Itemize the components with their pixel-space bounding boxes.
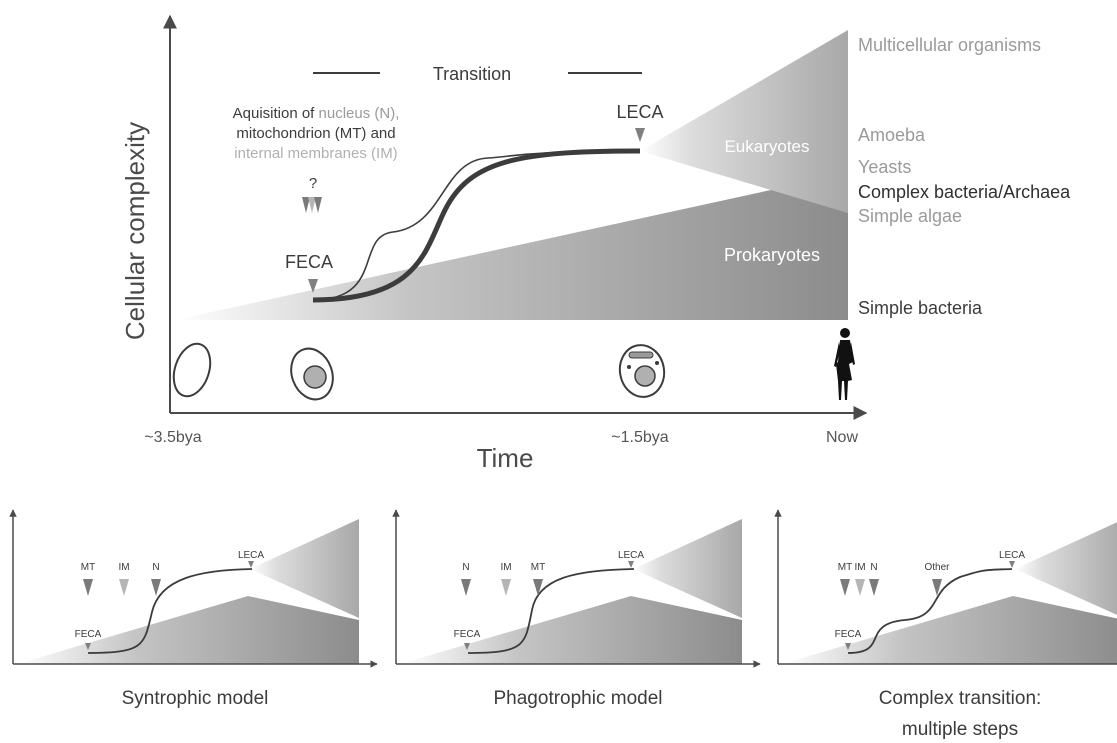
marker-label-n: N <box>152 562 159 573</box>
y-axis-label: Cellular complexity <box>120 122 150 340</box>
tick-label-leca: ~1.5bya <box>611 429 668 446</box>
label-simple-bacteria: Simple bacteria <box>858 298 983 318</box>
prokaryotes-region <box>400 596 742 664</box>
label-complex-bacteria: Complex bacteria/Archaea <box>858 182 1071 202</box>
model-title: Complex transition: <box>879 688 1042 709</box>
leca-label: LECA <box>238 550 264 561</box>
x-axis-label: Time <box>477 443 534 473</box>
label-yeasts: Yeasts <box>858 157 911 177</box>
model-title: Phagotrophic model <box>494 688 663 709</box>
transition-label: Transition <box>433 64 511 84</box>
model-title-line2: multiple steps <box>902 719 1018 740</box>
marker-mt-icon <box>302 197 310 213</box>
feca-label: FECA <box>75 629 102 640</box>
marker-im-icon <box>119 579 129 596</box>
gradual-transition-curve <box>312 150 641 301</box>
marker-label-im: IM <box>500 562 511 573</box>
label-simple-algae: Simple algae <box>858 206 962 226</box>
tick-label-start: ~3.5bya <box>144 429 201 446</box>
marker-im-icon <box>308 197 316 213</box>
transition-curve <box>87 568 253 654</box>
leca-marker-icon <box>1009 561 1015 568</box>
feca-marker-icon <box>308 279 318 293</box>
eukaryotes-region <box>633 519 742 618</box>
tick-label-now: Now <box>826 429 858 446</box>
human-silhouette-icon <box>834 328 855 400</box>
simple-cell-icon <box>172 342 212 398</box>
feca-marker-icon <box>85 643 91 650</box>
marker-label-im: IM <box>118 562 129 573</box>
marker-label-mt: MT <box>81 562 95 573</box>
eukaryotes-label: Eukaryotes <box>724 137 809 156</box>
feca-label: FECA <box>835 629 862 640</box>
prokaryotes-region <box>175 188 848 320</box>
marker-n-icon <box>461 579 471 596</box>
leca-marker-icon <box>628 561 634 568</box>
marker-n-icon <box>869 579 879 596</box>
marker-other-icon <box>932 579 942 596</box>
marker-n-icon <box>314 197 322 213</box>
nucleated-cell-icon <box>290 347 334 401</box>
eukaryotic-cell-icon <box>618 344 666 398</box>
marker-label-mt: MT <box>838 562 852 573</box>
marker-label-im: IM <box>854 562 865 573</box>
model-panel-1: FECA LECA MT IM N Syntrophic model <box>9 509 378 709</box>
marker-n-icon <box>151 579 161 596</box>
leca-label: LECA <box>999 550 1025 561</box>
prokaryotes-region <box>17 596 359 664</box>
acquisition-markers <box>302 197 322 213</box>
leca-marker-icon <box>635 128 645 142</box>
leca-label: LECA <box>616 102 663 122</box>
transition-curve <box>467 568 635 654</box>
marker-mt-icon <box>840 579 850 596</box>
leca-label: LECA <box>618 550 644 561</box>
question-mark: ? <box>309 175 317 192</box>
eukaryotes-region <box>1015 522 1117 615</box>
acquisition-line3: internal membranes (IM) <box>234 145 397 162</box>
marker-mt-icon <box>533 579 543 596</box>
main-panel: Cellular complexity Time ~3.5bya ~1.5bya… <box>120 14 1071 473</box>
feca-label: FECA <box>454 629 481 640</box>
transition-curve <box>847 568 1013 654</box>
eukaryotes-region <box>640 30 848 213</box>
feca-marker-icon <box>845 643 851 650</box>
label-multicellular: Multicellular organisms <box>858 35 1041 55</box>
marker-mt-icon <box>83 579 93 596</box>
prokaryotes-region <box>782 596 1117 664</box>
rapid-transition-curve <box>312 148 641 303</box>
label-amoeba: Amoeba <box>858 125 926 145</box>
marker-label-n: N <box>462 562 469 573</box>
acquisition-line1: Aquisition of nucleus (N), <box>233 105 400 122</box>
marker-im-icon <box>855 579 865 596</box>
feca-marker-icon <box>464 643 470 650</box>
eukaryotes-region <box>250 519 359 618</box>
marker-im-icon <box>501 579 511 596</box>
prokaryotes-label: Prokaryotes <box>724 245 820 265</box>
model-panel-2: FECA LECA N IM MT Phagotrophic model <box>392 509 761 709</box>
marker-label-n: N <box>870 562 877 573</box>
acquisition-line2: mitochondrion (MT) and <box>236 125 395 142</box>
model-title: Syntrophic model <box>122 688 269 709</box>
feca-label: FECA <box>285 252 333 272</box>
marker-label-other: Other <box>924 562 950 573</box>
marker-label-mt: MT <box>531 562 545 573</box>
leca-marker-icon <box>248 561 254 568</box>
